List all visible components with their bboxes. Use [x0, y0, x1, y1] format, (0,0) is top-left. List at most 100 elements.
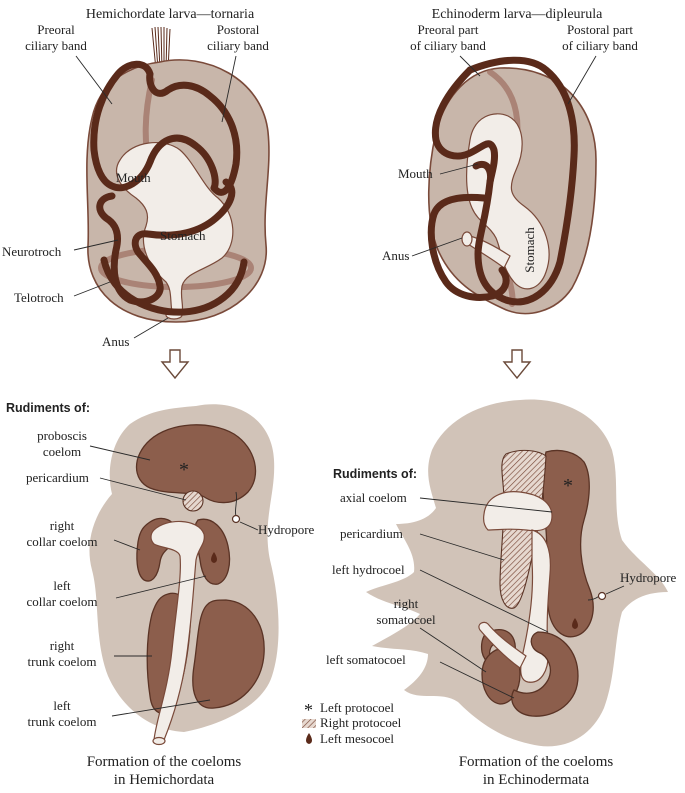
label-neurotroch: Neurotroch — [2, 244, 62, 259]
label-mouth-dipleurula: Mouth — [398, 166, 433, 181]
label-left-hydrocoel: left hydrocoel — [332, 562, 405, 577]
label-stomach: Stomach — [160, 228, 206, 243]
label-left-collar-coelom: left — [53, 578, 71, 593]
leader — [411, 237, 463, 257]
rudiments-heading-right: Rudiments of: — [333, 467, 417, 481]
label-right-trunk-coelom-2: trunk coelom — [28, 654, 97, 669]
label-anus-dipleurula: Anus — [382, 248, 409, 263]
label-postoral-part-2: of ciliary band — [562, 38, 638, 53]
label-postoral-ciliary-band: Postoral — [217, 22, 260, 37]
dipleurula-anus — [461, 231, 473, 247]
label-pericardium-left: pericardium — [26, 470, 89, 485]
tornaria-postoral-band — [96, 178, 236, 306]
leader — [115, 575, 207, 599]
leader — [239, 521, 259, 531]
caption-echinodermata-2: in Echinodermata — [483, 772, 590, 788]
leader — [89, 445, 151, 461]
dipleurula-preoral-band — [431, 66, 498, 186]
caption-hemichordata: Formation of the coeloms — [87, 754, 242, 770]
label-left-collar-coelom-2: collar coelom — [26, 594, 97, 609]
left-trunk-coelom — [192, 599, 265, 709]
proboscis-coelom — [136, 424, 257, 504]
hatch-swatch-icon — [302, 719, 316, 728]
dipleurula-lower-band — [427, 193, 510, 301]
leader — [459, 55, 481, 77]
leader — [99, 477, 187, 501]
rudiments-heading-left: Rudiments of: — [6, 401, 90, 415]
drop-icon — [306, 733, 312, 744]
tornaria-title: Hemichordate larva—tornaria — [86, 7, 255, 22]
apical-tuft — [151, 26, 171, 71]
label-right-somatocoel: right — [394, 596, 419, 611]
tornaria-larva: Hemichordate larva—tornaria Preoral cili… — [2, 7, 270, 349]
hydropore-right — [597, 591, 607, 601]
dipleurula-larva: Echinoderm larva—dipleurula Preoral part… — [382, 7, 638, 315]
pericardium-rudiment — [182, 490, 204, 512]
label-right-collar-coelom: right — [50, 518, 75, 533]
leader — [73, 281, 111, 297]
label-hydropore-left: Hydropore — [258, 522, 315, 537]
label-telotroch: Telotroch — [14, 290, 64, 305]
label-postoral-part: Postoral part — [567, 22, 633, 37]
label-left-somatocoel: left somatocoel — [326, 652, 406, 667]
down-arrow-icon — [502, 349, 532, 380]
leader — [111, 699, 211, 717]
label-left-trunk-coelom: left — [53, 698, 71, 713]
legend-right-protocoel: Right protocoel — [320, 715, 402, 730]
left-protocoel-asterisk-icon: * — [179, 459, 189, 481]
leader — [75, 55, 113, 105]
label-right-trunk-coelom: right — [50, 638, 75, 653]
tornaria-telotroch-band — [100, 256, 248, 316]
left-somatocoel — [511, 631, 579, 717]
legend: * Left protocoel Right protocoel Left me… — [302, 700, 402, 746]
label-anus: Anus — [102, 334, 129, 349]
leader — [113, 539, 141, 551]
legend-left-protocoel: Left protocoel — [320, 700, 394, 715]
left-protocoel-asterisk-icon: * — [563, 475, 573, 497]
echinodermata-hindgut — [478, 621, 527, 669]
label-proboscis-coelom: proboscis — [37, 428, 87, 443]
label-axial-coelom: axial coelom — [340, 490, 407, 505]
label-stomach-dipleurula: Stomach — [522, 227, 537, 273]
leader — [439, 163, 479, 175]
legend-left-mesocoel: Left mesocoel — [320, 731, 394, 746]
leader — [605, 585, 625, 595]
asterisk-icon: * — [304, 700, 313, 720]
leader — [419, 569, 549, 633]
dipleurula-title: Echinoderm larva—dipleurula — [432, 7, 603, 22]
down-arrow-icon — [160, 349, 190, 380]
tornaria-gut — [115, 142, 234, 313]
label-preoral-ciliary-band: Preoral — [37, 22, 75, 37]
label-right-somatocoel-2: somatocoel — [376, 612, 436, 627]
axial-coelom — [483, 491, 553, 532]
leader — [419, 627, 487, 673]
leader — [133, 317, 169, 339]
label-pericardium-right: pericardium — [340, 526, 403, 541]
label-mouth: Mouth — [116, 170, 151, 185]
label-right-collar-coelom-2: collar coelom — [26, 534, 97, 549]
echinodermata-coeloms: * Rudiments of: axial coelom pericardium… — [326, 399, 677, 788]
hemichordata-gut-opening — [152, 736, 166, 746]
dipleurula-gut — [465, 113, 550, 290]
label-postoral-ciliary-band-2: ciliary band — [207, 38, 269, 53]
dipleurula-postoral-band — [466, 56, 578, 306]
leader — [221, 55, 237, 123]
leader — [419, 497, 553, 513]
caption-hemichordata-2: in Hemichordata — [114, 772, 215, 788]
hydropore-left — [231, 514, 241, 524]
leader — [419, 533, 505, 561]
hemichordata-coeloms: Rudiments of: * proboscis coelom pericar… — [6, 401, 315, 788]
left-mesocoel-drop-icon — [211, 552, 217, 563]
label-preoral-part: Preoral part — [417, 22, 478, 37]
left-mesocoel-drop-icon-right — [572, 618, 578, 629]
label-preoral-ciliary-band-2: ciliary band — [25, 38, 87, 53]
leader — [439, 661, 515, 699]
caption-echinodermata: Formation of the coeloms — [459, 754, 614, 770]
left-protocoel — [542, 449, 594, 638]
tornaria-preoral-band — [90, 60, 241, 196]
leader — [73, 239, 119, 251]
label-proboscis-coelom-2: coelom — [43, 444, 81, 459]
leader — [567, 55, 597, 105]
label-left-trunk-coelom-2: trunk coelom — [28, 714, 97, 729]
